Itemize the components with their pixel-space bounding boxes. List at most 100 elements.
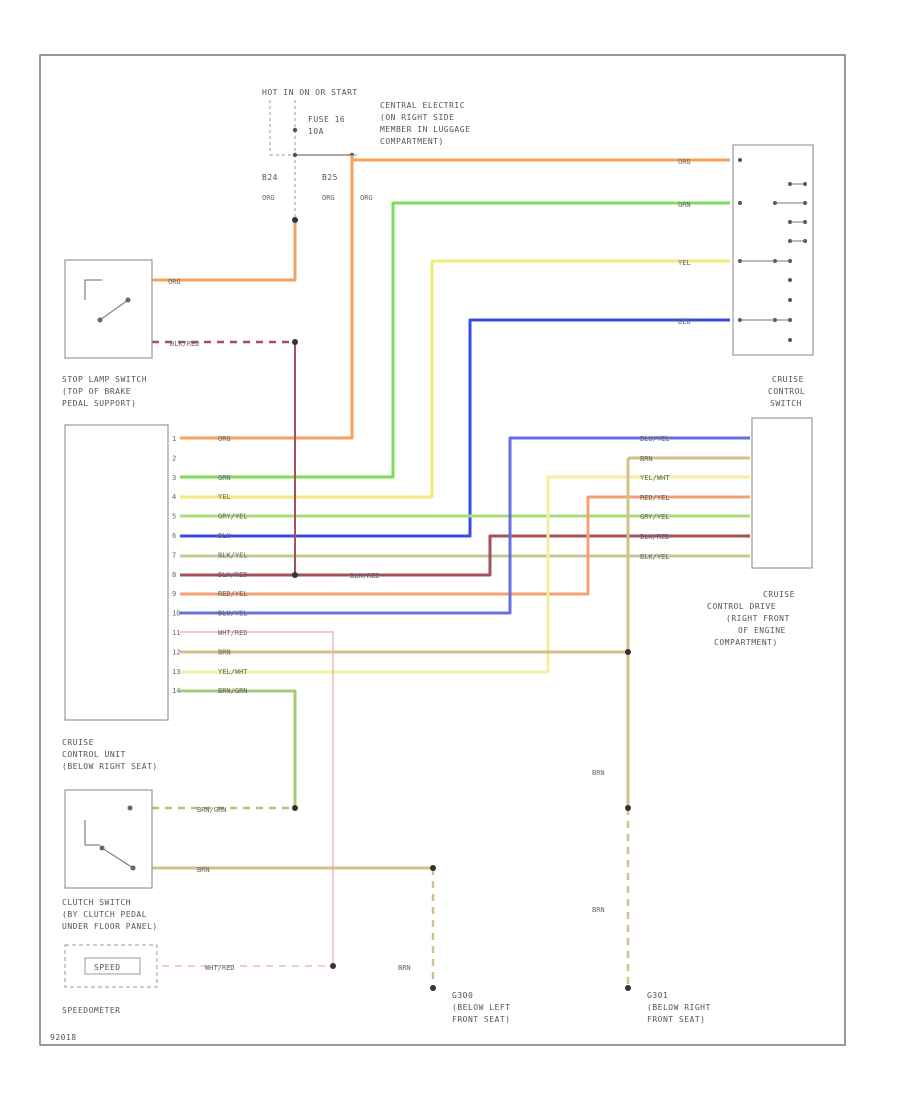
wire-blu xyxy=(180,318,730,538)
unit-pin-number: 6 xyxy=(172,532,176,540)
wire-yel xyxy=(180,259,730,499)
switch-wire-label: BRN xyxy=(640,455,653,463)
wire-label-brn: BRN xyxy=(592,769,605,777)
central-electric-line-3: MEMBER IN LUGGAGE xyxy=(380,125,470,134)
cruise-drive-label-4: OF ENGINE xyxy=(738,626,786,635)
splice-dot xyxy=(625,649,631,655)
splice-dot xyxy=(292,339,298,345)
speed-inner-box xyxy=(84,957,141,975)
wire-label-org: ORG xyxy=(360,194,373,202)
diagram-frame xyxy=(39,54,846,1046)
stop-lamp-switch-label-3: PEDAL SUPPORT) xyxy=(62,399,136,408)
splice-dot xyxy=(430,865,436,871)
unit-pin-number: 4 xyxy=(172,493,176,501)
cruise-drive-label-5: COMPARTMENT) xyxy=(714,638,778,647)
ground-dot xyxy=(625,985,631,991)
unit-pin-number: 14 xyxy=(172,687,180,695)
ground-left-label-3: FRONT SEAT) xyxy=(452,1015,510,1024)
wire-label-grn: GRN xyxy=(678,201,691,209)
wire-label-brn: BRN xyxy=(592,906,605,914)
clutch-switch-box xyxy=(64,789,153,889)
cruise-switch-label-1: CRUISE xyxy=(772,375,804,384)
switch-wire-label: GRY/YEL xyxy=(640,513,670,521)
speedometer-label: SPEEDOMETER xyxy=(62,1006,120,1015)
splice-dot xyxy=(292,572,298,578)
central-electric-line-1: CENTRAL ELECTRIC xyxy=(380,101,465,110)
switch-contact xyxy=(84,820,100,846)
wire-label-wht-red: WHT/RED xyxy=(205,964,235,972)
ground-right-label-2: (BELOW RIGHT xyxy=(647,1003,711,1012)
unit-wire-label: BLU/YEL xyxy=(218,610,248,618)
cruise-unit-label-2: CONTROL UNIT xyxy=(62,750,126,759)
wire-blk-red xyxy=(180,534,750,577)
wire-wht-red xyxy=(180,631,334,966)
switch-blade xyxy=(99,299,129,321)
wire-label-brn: BRN xyxy=(197,866,210,874)
stop-lamp-switch-label-2: (TOP OF BRAKE xyxy=(62,387,131,396)
wire-brn-grn xyxy=(180,689,297,808)
cruise-switch-box xyxy=(751,417,813,569)
unit-pin-number: 7 xyxy=(172,551,176,559)
wire-label-org: ORG xyxy=(322,194,335,202)
right-connector-box xyxy=(732,144,814,356)
unit-pin-number: 10 xyxy=(172,610,180,618)
unit-wire-label: RED/YEL xyxy=(218,590,248,598)
unit-wire-label: GRN xyxy=(218,474,231,482)
speed-label: SPEED xyxy=(94,963,121,972)
unit-wire-label: BLK/YEL xyxy=(218,551,248,559)
unit-wire-label: BRN xyxy=(218,648,231,656)
wire-label-blu: BLU xyxy=(678,318,691,326)
wire-label-org: ORG xyxy=(262,194,275,202)
unit-wire-label: YEL/WHT xyxy=(218,668,248,676)
wire-org-stop-switch xyxy=(152,220,297,282)
cruise-drive-label-2: CONTROL DRIVE xyxy=(707,602,776,611)
switch-wire-labels: BLU/YELBRNYEL/WHTRED/YELGRY/YELBLK/REDBL… xyxy=(640,435,670,561)
wire-org-unit-1 xyxy=(180,155,354,440)
unit-pin-number: 13 xyxy=(172,668,180,676)
wire-label-blk-red: BLK/RED xyxy=(170,340,200,348)
splice-dot xyxy=(625,805,631,811)
wire-grn xyxy=(180,201,730,479)
hot-label: HOT IN ON OR START xyxy=(262,88,358,97)
ground-left-label-2: (BELOW LEFT xyxy=(452,1003,510,1012)
switch-wire-label: YEL/WHT xyxy=(640,474,670,482)
unit-wire-label: ORG xyxy=(218,435,231,443)
central-electric-line-2: (ON RIGHT SIDE xyxy=(380,113,454,122)
clutch-switch-label-1: CLUTCH SWITCH xyxy=(62,898,131,907)
cruise-unit-label-3: (BELOW RIGHT SEAT) xyxy=(62,762,158,771)
switch-contact xyxy=(84,279,102,300)
fuse-name: FUSE 16 xyxy=(308,115,345,124)
clutch-switch-label-3: UNDER FLOOR PANEL) xyxy=(62,922,158,931)
switch-wire-label: BLK/RED xyxy=(640,533,670,541)
switch-wire-label: BLU/YEL xyxy=(640,435,670,443)
speedometer-box xyxy=(64,944,158,988)
unit-wire-label: WHT/RED xyxy=(218,629,248,637)
unit-pin-number: 1 xyxy=(172,435,176,443)
splice-dot xyxy=(292,805,298,811)
wire-label-brn: BRN xyxy=(398,964,411,972)
cruise-switch-label-2: CONTROL xyxy=(768,387,805,396)
right-connector-links xyxy=(740,183,805,321)
splice-dot xyxy=(292,217,298,223)
wire-blu-yel xyxy=(180,436,750,615)
cruise-control-unit-box xyxy=(64,424,169,721)
ground-left-label-1: G300 xyxy=(452,991,473,1000)
unit-pin-number: 9 xyxy=(172,590,176,598)
unit-pin-number: 12 xyxy=(172,648,180,656)
wire-red-yel xyxy=(180,495,750,596)
switch-pivot xyxy=(130,865,136,871)
ground-dot xyxy=(430,985,436,991)
splice-dot xyxy=(330,963,336,969)
cruise-switch-label-3: SWITCH xyxy=(770,399,802,408)
unit-pin-number: 5 xyxy=(172,513,176,521)
stop-lamp-switch-box xyxy=(64,259,153,359)
diagram-code: 92018 xyxy=(50,1033,77,1042)
wire-label-org: ORG xyxy=(168,278,181,286)
unit-wire-label: BLK/RED xyxy=(218,571,248,579)
switch-wire-label: RED/YEL xyxy=(640,494,670,502)
cruise-unit-label-1: CRUISE xyxy=(62,738,94,747)
switch-pivot xyxy=(99,845,105,851)
stop-lamp-switch-label-1: STOP LAMP SWITCH xyxy=(62,375,147,384)
switch-blade xyxy=(101,847,134,869)
